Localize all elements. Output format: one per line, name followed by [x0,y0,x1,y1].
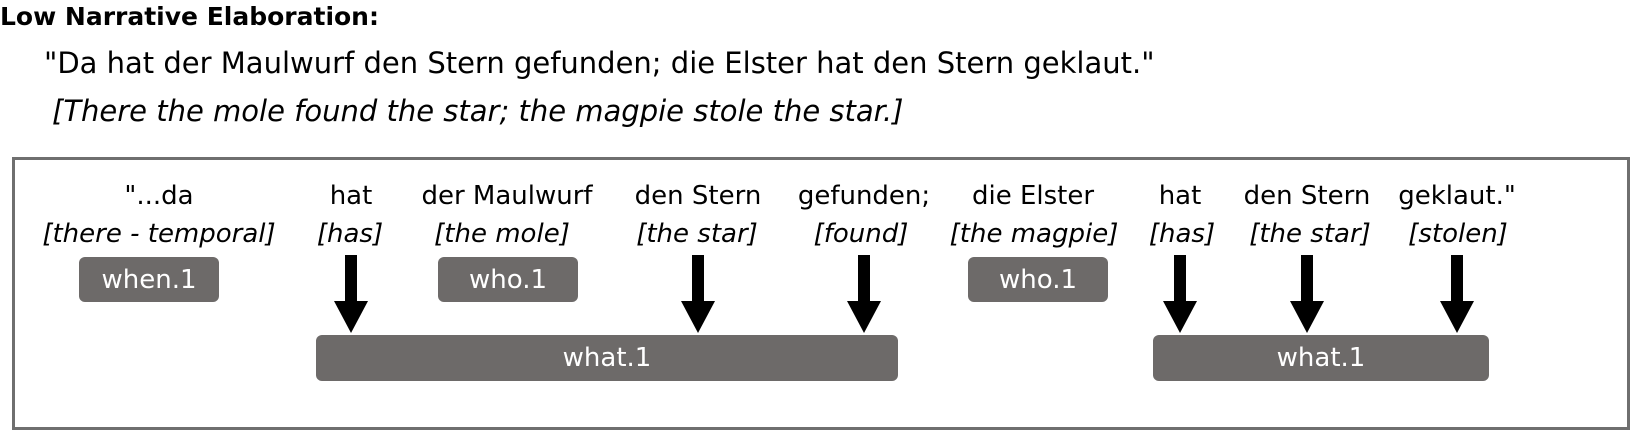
token-gloss-the-star-1: [the star] [636,219,758,249]
token-word-geklaut: geklaut." [1398,181,1516,211]
arrow-hat-1 [334,255,368,333]
annotation-frame [12,157,1630,430]
token-word-gefunden: gefunden; [797,181,931,211]
german-quote: "Da hat der Maulwurf den Stern gefunden;… [44,46,1155,80]
arrow-gefunden [847,255,881,333]
token-gloss-has-2: [has] [1148,219,1216,249]
tag-who-1-first: who.1 [438,257,578,302]
arrow-den-stern-2 [1290,255,1324,333]
token-word-der-maulwurf: der Maulwurf [421,181,593,211]
token-gloss-the-star-2: [the star] [1249,219,1371,249]
token-word-den-stern-1: den Stern [634,181,762,211]
tag-what-1-first: what.1 [316,335,898,381]
token-word-da: "...da [124,181,194,211]
token-word-hat-2: hat [1158,181,1202,211]
token-gloss-the-mole: [the mole] [434,219,570,249]
token-gloss-has-1: [has] [316,219,384,249]
token-gloss-found: [found] [813,219,909,249]
tag-when-1: when.1 [79,257,219,302]
token-word-den-stern-2: den Stern [1243,181,1371,211]
token-gloss-stolen: [stolen] [1408,219,1508,249]
token-word-hat-1: hat [329,181,373,211]
arrow-den-stern-1 [681,255,715,333]
english-translation: [There the mole found the star; the magp… [52,94,904,128]
arrow-hat-2 [1163,255,1197,333]
tag-who-1-second: who.1 [968,257,1108,302]
token-gloss-there-temporal: [there - temporal] [42,219,276,249]
tag-what-1-second: what.1 [1153,335,1489,381]
token-word-die-elster: die Elster [971,181,1095,211]
arrow-geklaut [1440,255,1474,333]
token-gloss-the-magpie: [the magpie] [949,219,1119,249]
heading: Low Narrative Elaboration: [0,2,379,31]
